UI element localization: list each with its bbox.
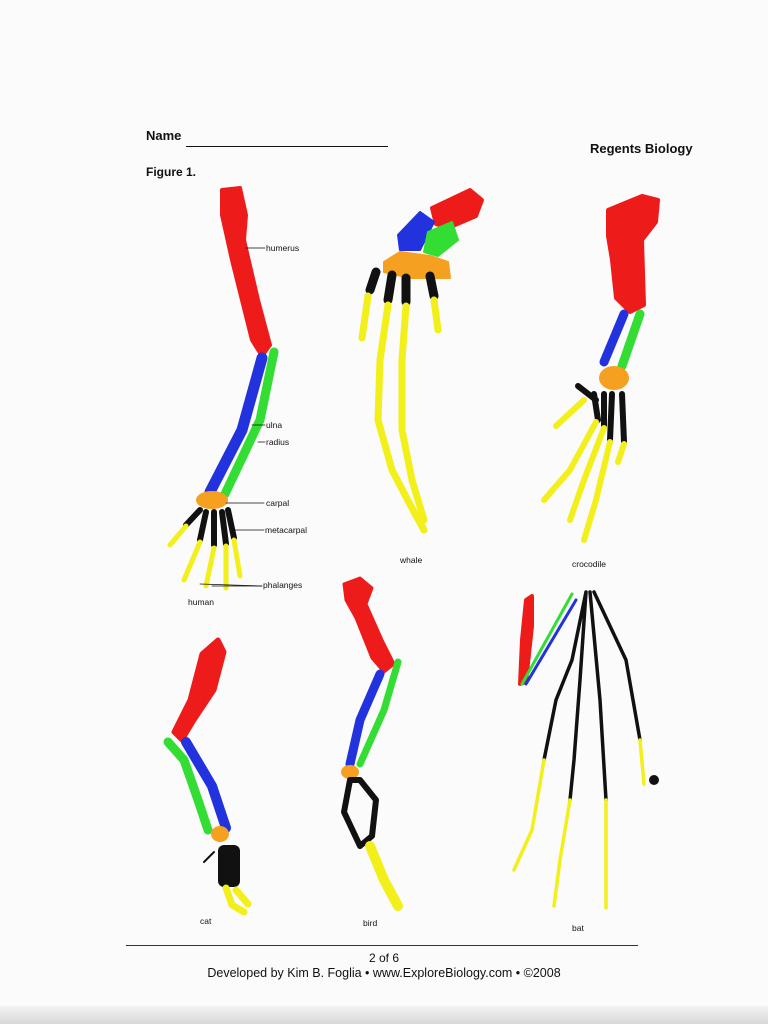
label-ulna: ulna — [266, 420, 283, 430]
figure-title: Figure 1. — [146, 165, 197, 179]
caption-bird: bird — [363, 918, 378, 928]
page-number: 2 of 6 — [368, 951, 400, 965]
footer-rule — [126, 945, 638, 946]
whale-radius — [423, 221, 459, 257]
label-humerus: humerus — [266, 243, 300, 253]
crocodile-carpal — [599, 366, 629, 390]
human-metacarpals — [183, 507, 237, 548]
label-radius: radius — [266, 437, 290, 447]
bird-wing — [341, 576, 403, 911]
cat-radius — [163, 737, 213, 835]
bat-wing — [512, 590, 659, 910]
whale-flipper — [358, 188, 484, 534]
caption-crocodile: crocodile — [572, 559, 607, 569]
whale-metacarpals — [365, 267, 439, 307]
bat-phalanges — [512, 738, 646, 910]
cat-phalanges — [222, 884, 252, 916]
bird-carpal — [341, 765, 359, 779]
human-ulna — [204, 352, 268, 498]
bat-radius — [520, 592, 574, 686]
cat-claws-dark — [203, 851, 215, 863]
label-metacarpal: metacarpal — [265, 525, 308, 535]
human-phalanges — [167, 523, 243, 591]
human-radius — [220, 347, 279, 499]
whale-humerus — [430, 188, 484, 230]
crocodile-phalanges — [541, 397, 627, 543]
crocodile-radius — [617, 309, 645, 371]
human-carpal — [196, 491, 228, 509]
label-phalanges: phalanges — [263, 580, 303, 590]
crocodile-humerus — [606, 194, 660, 314]
cat-humerus — [171, 637, 227, 743]
whale-phalanges — [358, 292, 442, 534]
human-leader-lines — [199, 247, 266, 587]
bird-phalanges — [365, 841, 403, 911]
bat-metacarpals — [542, 590, 642, 802]
cat-carpal — [211, 826, 229, 842]
crocodile-metacarpals — [575, 383, 627, 445]
crocodile-ulna — [599, 309, 629, 367]
caption-cat: cat — [200, 916, 212, 926]
scan-edge — [0, 1006, 768, 1024]
bat-ulna — [524, 598, 578, 686]
bird-ulna — [345, 669, 385, 769]
crocodile-arm — [541, 194, 660, 543]
name-blank-line[interactable] — [186, 146, 388, 147]
cat-metacarpals — [218, 845, 240, 887]
bat-dot — [649, 775, 659, 785]
name-label: Name — [146, 128, 182, 143]
label-carpal: carpal — [266, 498, 290, 508]
human-arm — [167, 186, 279, 591]
bird-humerus — [342, 576, 396, 674]
caption-bat: bat — [572, 923, 584, 933]
caption-human: human — [188, 597, 214, 607]
footer-credit: Developed by Kim B. Foglia • www.Explore… — [207, 966, 561, 980]
cat-ulna — [181, 737, 231, 833]
bird-radius — [356, 658, 402, 768]
caption-whale: whale — [400, 555, 423, 565]
course-title: Regents Biology — [590, 141, 693, 156]
human-humerus — [220, 186, 272, 358]
cat-leg — [163, 637, 252, 916]
bird-metacarpals — [341, 777, 379, 849]
